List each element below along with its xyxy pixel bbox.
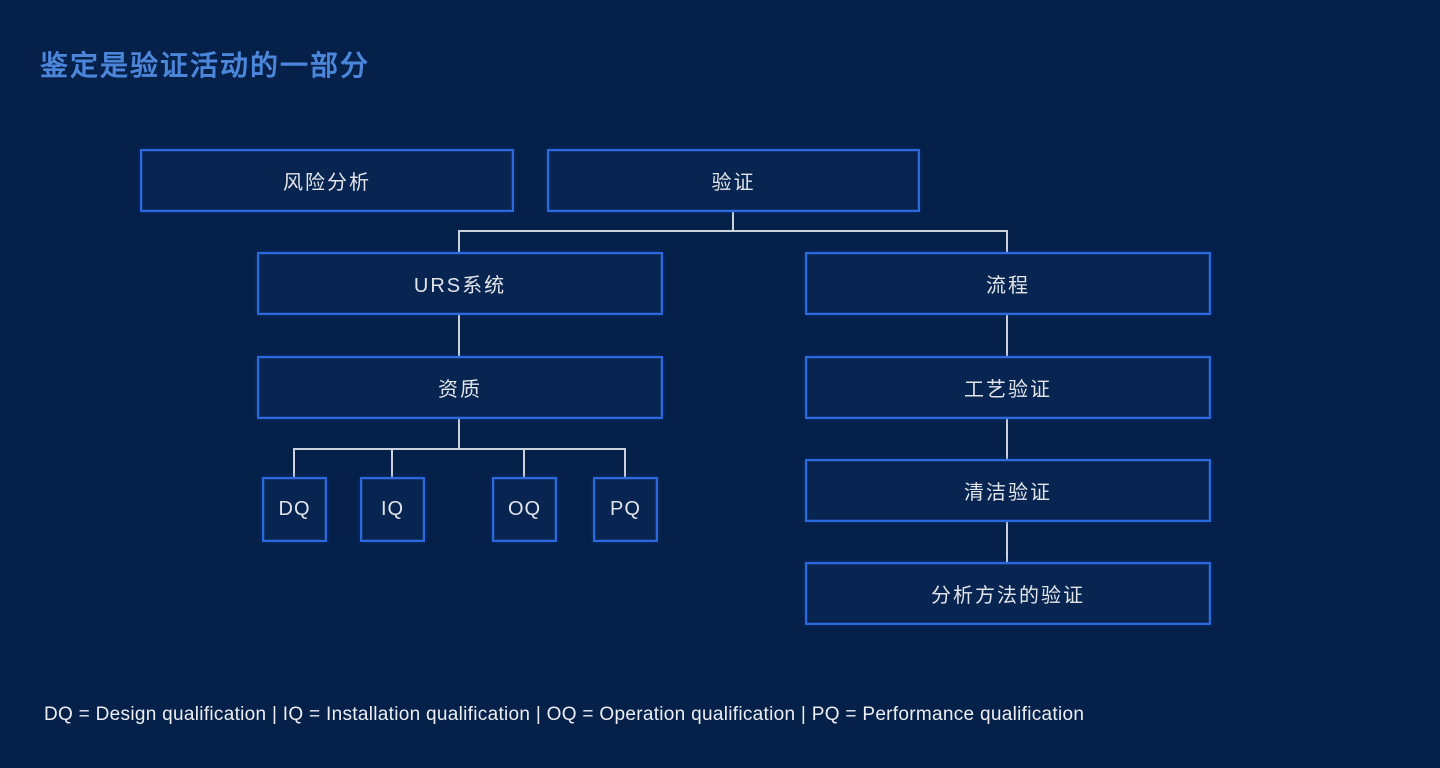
node-iq: IQ bbox=[360, 477, 425, 542]
node-pq-label: PQ bbox=[610, 498, 641, 520]
node-cleaning-validation-label: 清洁验证 bbox=[964, 482, 1052, 504]
node-process-validation: 工艺验证 bbox=[805, 356, 1211, 419]
node-validation: 验证 bbox=[547, 149, 920, 212]
connector-to-iq bbox=[391, 448, 393, 477]
node-iq-label: IQ bbox=[380, 498, 405, 520]
connector-to-urs bbox=[458, 230, 460, 252]
node-analytical-method-validation: 分析方法的验证 bbox=[805, 562, 1211, 625]
node-cleaning-validation: 清洁验证 bbox=[805, 459, 1211, 522]
node-process: 流程 bbox=[805, 252, 1211, 315]
connector-validation-down bbox=[732, 212, 734, 231]
node-risk-analysis: 风险分析 bbox=[140, 149, 514, 212]
connector-to-dq bbox=[293, 448, 295, 477]
connector-top-splitter bbox=[458, 230, 1008, 232]
node-dq: DQ bbox=[262, 477, 327, 542]
node-oq: OQ bbox=[492, 477, 557, 542]
connector-cleanval-to-analyval bbox=[1006, 522, 1008, 562]
connector-to-oq bbox=[523, 448, 525, 477]
node-qualification: 资质 bbox=[257, 356, 663, 419]
page-title: 鉴定是验证活动的一部分 bbox=[40, 50, 371, 81]
node-validation-label: 验证 bbox=[711, 172, 756, 194]
node-analytical-method-validation-label: 分析方法的验证 bbox=[931, 585, 1085, 607]
abbreviation-legend: DQ = Design qualification | IQ = Install… bbox=[44, 704, 1085, 725]
node-qualification-label: 资质 bbox=[438, 379, 482, 401]
connector-urs-to-qualification bbox=[458, 315, 460, 356]
connector-qualification-splitter bbox=[293, 448, 626, 450]
node-pq: PQ bbox=[593, 477, 658, 542]
node-oq-label: OQ bbox=[507, 498, 542, 520]
connector-processval-to-cleanval bbox=[1006, 419, 1008, 459]
connector-to-process bbox=[1006, 230, 1008, 252]
node-urs-system-label: URS系统 bbox=[413, 275, 507, 297]
connector-to-pq bbox=[624, 448, 626, 477]
node-dq-label: DQ bbox=[278, 498, 311, 520]
node-process-label: 流程 bbox=[986, 275, 1030, 297]
node-urs-system: URS系统 bbox=[257, 252, 663, 315]
node-process-validation-label: 工艺验证 bbox=[964, 379, 1052, 401]
connector-qualification-down bbox=[458, 419, 460, 449]
connector-process-to-processval bbox=[1006, 315, 1008, 356]
node-risk-analysis-label: 风险分析 bbox=[283, 172, 371, 194]
